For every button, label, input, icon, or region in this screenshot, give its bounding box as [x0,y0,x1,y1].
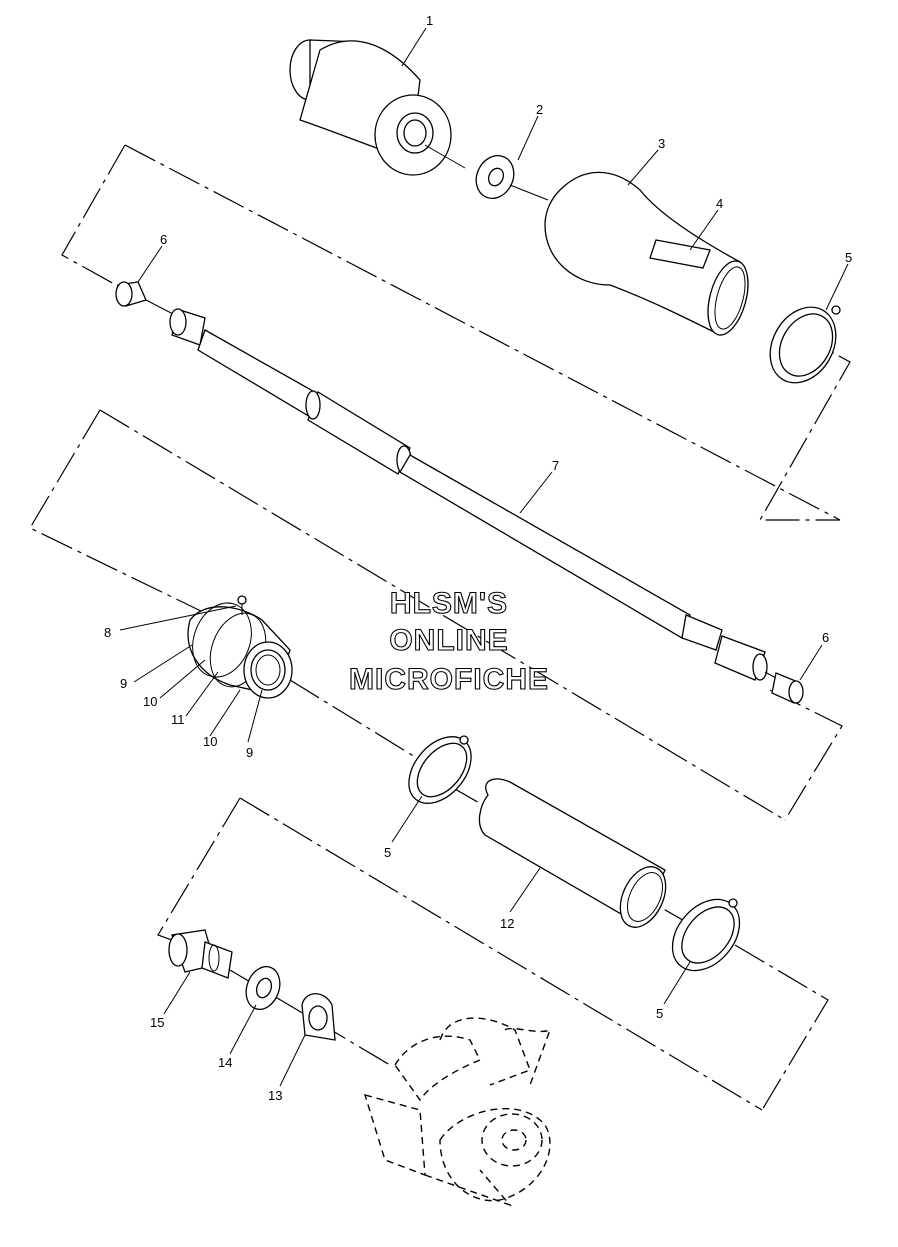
callout-15: 15 [150,1015,164,1030]
leader-lines [119,27,849,1087]
part-6-cap-top [115,281,176,316]
phantom-impeller [363,1017,552,1207]
callout-6-bottom: 6 [822,630,829,645]
part-1-bushing [289,39,466,176]
part-6-cap-bottom [771,672,804,704]
watermark: HLSM'S ONLINE MICROFICHE [348,586,549,696]
callout-1: 1 [426,13,433,28]
watermark-line-3: MICROFICHE [349,663,549,696]
callout-labels: 1 2 3 4 5 6 7 6 8 9 10 11 10 9 5 12 5 15… [104,13,852,1103]
part-2-washer [475,155,549,201]
callout-11: 11 [171,712,185,727]
callout-9-right: 9 [246,745,253,760]
callout-5-top: 5 [845,250,852,265]
part-3-housing [544,171,749,336]
watermark-line-2: ONLINE [389,624,508,657]
callout-6-top: 6 [160,232,167,247]
callout-5-bottom: 5 [656,1006,663,1021]
callout-9-left: 9 [120,676,127,691]
callout-14: 14 [218,1055,232,1070]
part-5-clamp-bottom [671,898,741,972]
part-15-fitting [168,929,233,979]
part-14-washer [245,965,281,1011]
callout-10-left: 10 [143,694,157,709]
callout-13: 13 [268,1088,282,1103]
callout-10-right: 10 [203,734,217,749]
callout-8: 8 [104,625,111,640]
callout-3: 3 [658,136,665,151]
callout-4: 4 [716,196,723,211]
part-12-sleeve [478,778,667,928]
part-13-bracket [301,993,336,1041]
part-7-drive-shaft [169,308,777,681]
part-5-clamp-middle [408,735,472,804]
watermark-line-1: HLSM'S [390,587,508,620]
part-5-clamp-top [769,305,841,384]
callout-2: 2 [536,102,543,117]
callout-5-middle: 5 [384,845,391,860]
parts-8-11-bearing-housing [187,595,293,699]
callout-12: 12 [500,916,514,931]
callout-7: 7 [552,458,559,473]
